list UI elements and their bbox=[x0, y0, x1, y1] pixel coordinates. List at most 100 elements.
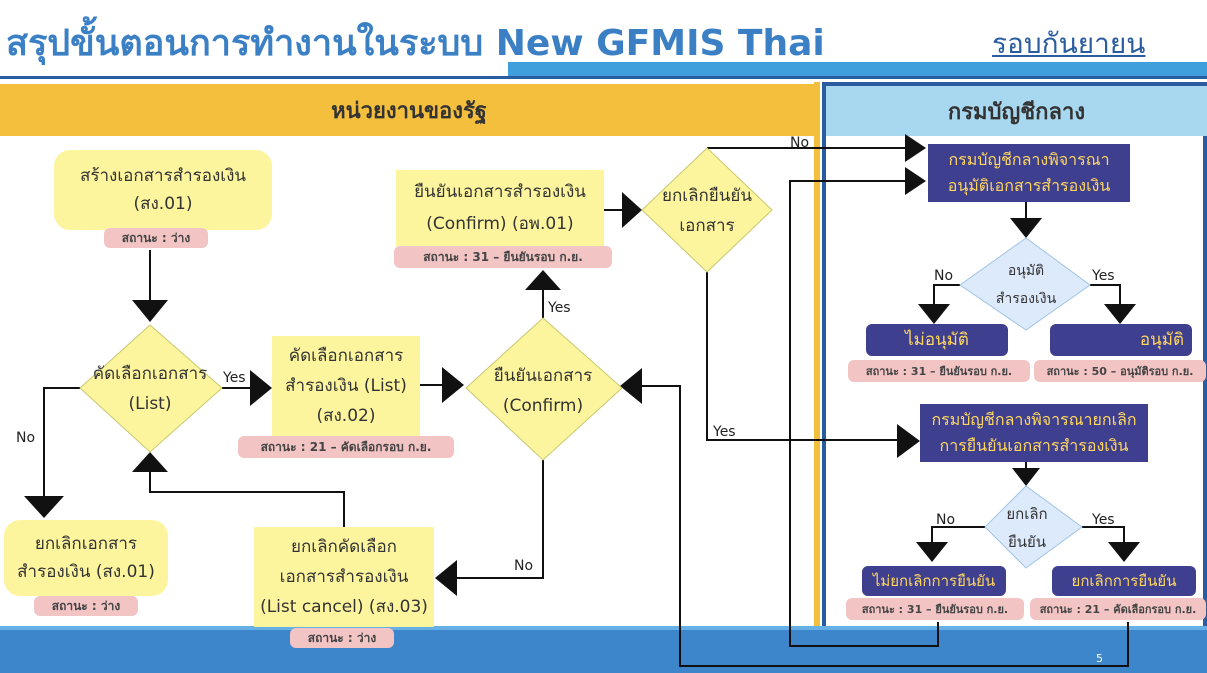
lane-label-cgd: กรมบัญชีกลาง bbox=[947, 99, 1086, 125]
arrowhead bbox=[24, 496, 64, 518]
arrowhead bbox=[905, 167, 926, 195]
arrowhead bbox=[905, 134, 926, 162]
node-text: อนุมัติเอกสารสำรองเงิน bbox=[947, 176, 1111, 195]
node-text: (สง.01) bbox=[133, 194, 193, 214]
status-badge: สถานะ : 31 – ยืนยันรอบ ก.ย. bbox=[394, 246, 612, 268]
node-confirm-doc: ยืนยันเอกสารสำรองเงิน (Confirm) (อพ.01) bbox=[396, 170, 604, 246]
edge-cancel-to-confirm bbox=[640, 385, 1129, 667]
decision-cancel: ยกเลิก ยืนยัน bbox=[994, 500, 1060, 556]
node-not-approved: ไม่อนุมัติ bbox=[866, 324, 1008, 356]
edge-label-yes: Yes bbox=[713, 424, 736, 440]
page-title: สรุปขั้นตอนการทำงานในระบบ New GFMIS Thai bbox=[6, 23, 825, 64]
edge-label-no: No bbox=[514, 558, 534, 574]
edge-approve-yes bbox=[1090, 284, 1121, 306]
arrowhead bbox=[1104, 304, 1136, 324]
node-text: สร้างเอกสารสำรองเงิน bbox=[79, 166, 246, 186]
node-text: คัดเลือกเอกสาร bbox=[288, 346, 404, 366]
edge-select-no bbox=[43, 387, 80, 498]
arrowhead bbox=[132, 452, 168, 472]
header-divider bbox=[0, 76, 1207, 79]
status-badge: สถานะ : 31 – ยืนยันรอบ ก.ย. bbox=[848, 360, 1030, 382]
node-text: กรมบัญชีกลางพิจารณา bbox=[948, 150, 1110, 169]
arrowhead bbox=[435, 560, 457, 596]
decision-cancel-confirm: ยกเลิกยืนยัน เอกสาร bbox=[648, 180, 766, 242]
decision-text: อนุมัติ bbox=[1007, 263, 1045, 279]
node-text: ยืนยันเอกสารสำรองเงิน bbox=[414, 182, 586, 202]
arrowhead bbox=[1012, 468, 1040, 486]
lane-label-agency: หน่วยงานของรัฐ bbox=[331, 98, 487, 124]
decision-text: ยืนยัน bbox=[1007, 533, 1047, 551]
node-text: (สง.02) bbox=[316, 406, 376, 426]
node-text: กรมบัญชีกลางพิจารณายกเลิก bbox=[931, 410, 1137, 429]
decision-text: ยืนยันเอกสาร bbox=[493, 366, 593, 386]
edge-label-yes: Yes bbox=[1092, 268, 1115, 284]
node-not-cancel: ไม่ยกเลิกการยืนยัน bbox=[862, 566, 1006, 596]
status-badge: สถานะ : ว่าง bbox=[34, 596, 138, 616]
arrowhead bbox=[620, 368, 642, 404]
status-badge: สถานะ : ว่าง bbox=[290, 628, 394, 648]
decision-confirm-shape bbox=[465, 317, 623, 461]
decision-text: สำรองเงิน bbox=[995, 291, 1057, 307]
decision-approve: อนุมัติ สำรองเงิน bbox=[980, 256, 1072, 314]
node-cancel-reserve: ยกเลิกเอกสาร สำรองเงิน (สง.01) bbox=[4, 520, 168, 596]
lane-header-agency bbox=[0, 84, 818, 136]
arrowhead bbox=[442, 367, 464, 403]
arrowhead bbox=[1010, 218, 1042, 238]
decision-cancel-shape bbox=[984, 485, 1083, 569]
edge-label-no: No bbox=[936, 512, 956, 528]
arrowhead bbox=[250, 370, 272, 406]
node-create-reserve: สร้างเอกสารสำรองเงิน (สง.01) bbox=[54, 150, 272, 230]
edge-label-yes: Yes bbox=[223, 370, 246, 386]
decision-text: เอกสาร bbox=[679, 216, 735, 236]
node-text: ยกเลิกเอกสาร bbox=[34, 534, 138, 554]
status-badge: สถานะ : 31 – ยืนยันรอบ ก.ย. bbox=[846, 598, 1024, 620]
node-cancel-select: ยกเลิกคัดเลือก เอกสารสำรองเงิน (List can… bbox=[254, 527, 434, 627]
node-cancel-confirm: ยกเลิกการยืนยัน bbox=[1052, 566, 1196, 596]
decision-text: คัดเลือกเอกสาร bbox=[92, 364, 208, 384]
lane-header-cgd bbox=[826, 86, 1207, 136]
decision-cancel-confirm-shape bbox=[641, 147, 773, 273]
node-text: ยกเลิกคัดเลือก bbox=[291, 537, 397, 557]
node-cgd-review-approve: กรมบัญชีกลางพิจารณา อนุมัติเอกสารสำรองเง… bbox=[928, 144, 1130, 202]
arrowhead bbox=[622, 192, 642, 228]
decision-text: (Confirm) bbox=[502, 396, 584, 416]
decision-select-list: คัดเลือกเอกสาร (List) bbox=[86, 358, 214, 420]
node-text: สำรองเงิน (List) bbox=[285, 376, 407, 396]
edge-label-yes: Yes bbox=[548, 300, 571, 316]
decision-text: (List) bbox=[128, 394, 172, 414]
arrowhead bbox=[897, 424, 920, 458]
decision-select-shape bbox=[79, 324, 223, 453]
status-badge: สถานะ : 50 – อนุมัติรอบ ก.ย. bbox=[1034, 360, 1206, 382]
node-text: สำรองเงิน (สง.01) bbox=[17, 562, 155, 582]
node-text: การยืนยันเอกสารสำรองเงิน bbox=[939, 436, 1129, 455]
edge-notcancel-to-review bbox=[789, 180, 939, 647]
edge-label-no: No bbox=[934, 268, 954, 284]
arrowhead bbox=[525, 270, 561, 290]
arrowhead bbox=[918, 304, 950, 324]
header-accent-bar bbox=[508, 62, 1207, 78]
node-approved: อนุมัติ bbox=[1050, 324, 1192, 356]
decision-text: ยกเลิก bbox=[1006, 505, 1048, 523]
page-number: 5 bbox=[1096, 652, 1103, 665]
edge-cancelconfirm-yes bbox=[706, 272, 898, 441]
decision-text: ยกเลิกยืนยัน bbox=[662, 186, 752, 206]
status-badge: สถานะ : 21 – คัดเลือกรอบ ก.ย. bbox=[1030, 598, 1206, 620]
footer-accent bbox=[0, 626, 1207, 632]
decision-approve-shape bbox=[959, 237, 1091, 331]
edge-cancelselect-to-select bbox=[149, 472, 345, 527]
status-badge: สถานะ : ว่าง bbox=[104, 228, 208, 248]
node-cgd-review-cancel: กรมบัญชีกลางพิจารณายกเลิก การยืนยันเอกสา… bbox=[920, 404, 1148, 462]
edge-label-no: No bbox=[790, 135, 810, 151]
node-select-list: คัดเลือกเอกสาร สำรองเงิน (List) (สง.02) bbox=[272, 336, 420, 436]
arrowhead bbox=[916, 542, 948, 562]
lane-divider bbox=[814, 82, 820, 630]
status-badge: สถานะ : 21 – คัดเลือกรอบ ก.ย. bbox=[238, 436, 454, 458]
round-label: รอบกันยายน bbox=[992, 27, 1146, 60]
node-text: (List cancel) (สง.03) bbox=[260, 597, 428, 617]
edge-label-yes: Yes bbox=[1092, 512, 1115, 528]
edge-canceldec-no bbox=[931, 526, 985, 544]
edge-canceldec-yes bbox=[1082, 526, 1125, 544]
arrowhead bbox=[132, 300, 168, 322]
edge-approve-no bbox=[933, 284, 960, 306]
